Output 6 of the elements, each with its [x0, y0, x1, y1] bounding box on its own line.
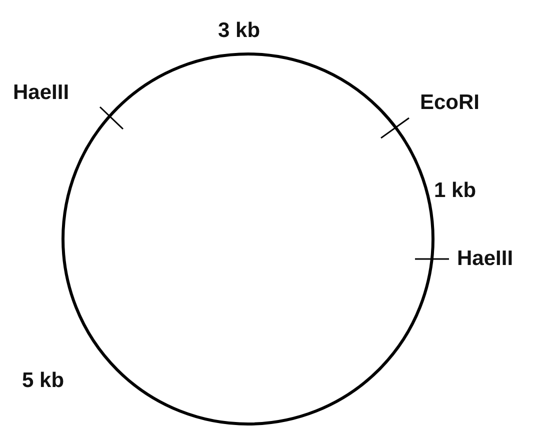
- restriction-site-label: HaeIII: [13, 82, 70, 103]
- size-label: 5 kb: [22, 370, 64, 391]
- size-label: 1 kb: [434, 180, 476, 201]
- restriction-site-label: HaeIII: [457, 248, 514, 269]
- size-label: 3 kb: [218, 20, 260, 41]
- restriction-site-label: EcoRI: [420, 92, 480, 113]
